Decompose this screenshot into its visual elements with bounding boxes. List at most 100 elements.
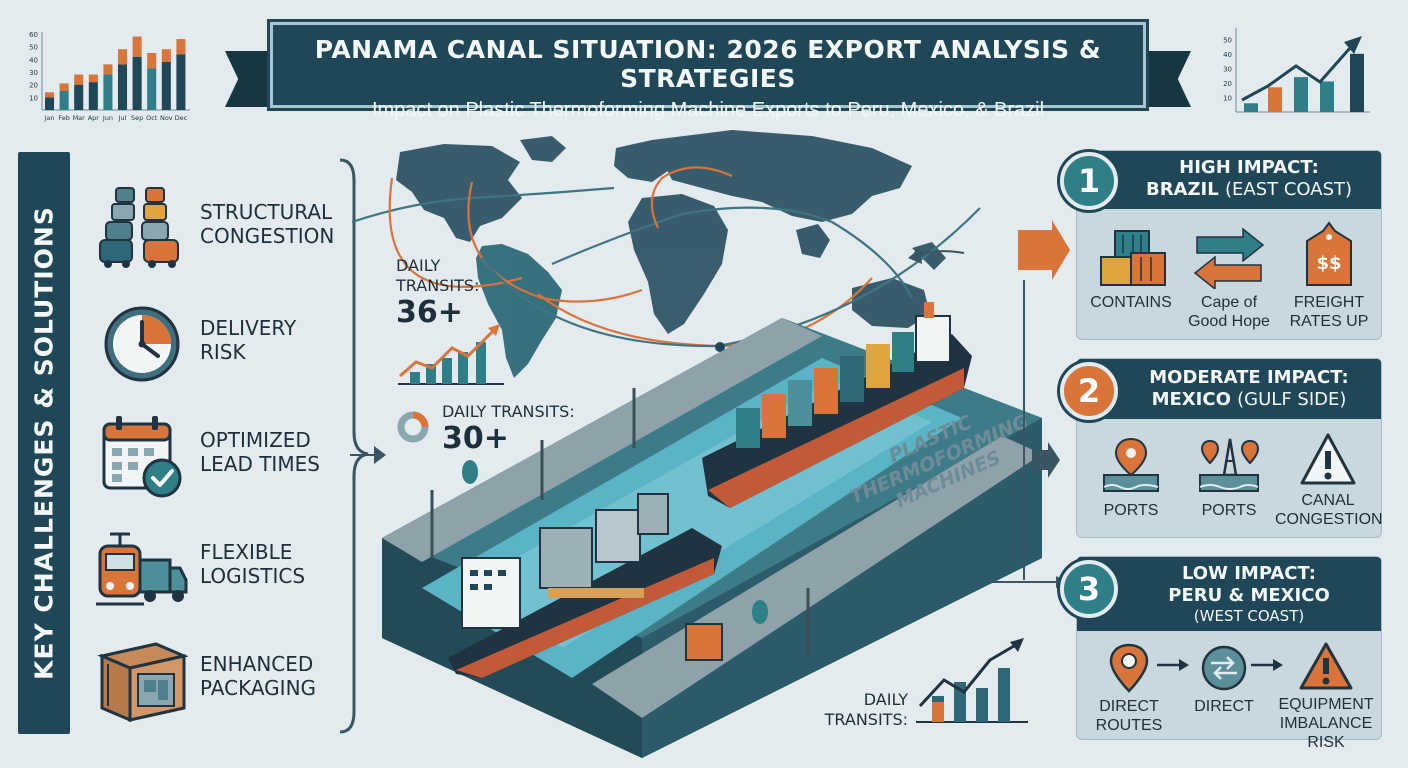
x-tick-label: Oct	[146, 114, 158, 122]
impact-panel-header: MODERATE IMPACT: MEXICO (GULF SIDE)	[1077, 359, 1381, 419]
cargo-ship-machines	[448, 493, 722, 678]
y-tick-label: 10	[1223, 94, 1232, 102]
corner-bar-chart-right: 10 20 30 40 50	[1223, 28, 1370, 113]
impact-title: HIGH IMPACT:	[1179, 157, 1319, 178]
impact-region-note: (GULF SIDE)	[1237, 389, 1347, 410]
bar-segment	[132, 36, 142, 57]
stat-label-line1: DAILY	[396, 256, 441, 275]
impact-item: CONTAINS	[1083, 227, 1179, 312]
title-banner: PANAMA CANAL SITUATION: 2026 EXPORT ANAL…	[225, 22, 1191, 121]
impact-item: EQUIPMENT IMBALANCE RISK	[1271, 641, 1381, 752]
daily-transits-stat-2: DAILY TRANSITS: 30+	[396, 402, 575, 456]
sidebar-item-line2: LEAD TIMES	[200, 452, 320, 476]
impact-region-note: (EAST COAST)	[1224, 179, 1353, 200]
containers-icon	[1100, 230, 1166, 286]
price-tag-text: $$	[1316, 253, 1341, 274]
growth-chart-icon	[916, 638, 1028, 723]
warning-icon	[1300, 433, 1356, 485]
x-tick-label: Feb	[58, 114, 70, 122]
daily-transits-stat-1: DAILY TRANSITS: 36+	[396, 256, 479, 330]
bar	[1294, 77, 1308, 112]
world-map	[396, 130, 946, 378]
impact-item: DIRECT ROUTES	[1081, 643, 1177, 735]
daily-transits-stat-3: DAILY TRANSITS:	[812, 690, 908, 730]
impact-region: MEXICO	[1151, 389, 1231, 410]
sidebar-item-line2: CONGESTION	[200, 224, 335, 248]
sidebar-item-line1: FLEXIBLE	[200, 540, 293, 564]
growth-chart-icon	[398, 324, 504, 385]
impact-item-label: PORTS	[1103, 502, 1159, 519]
connector-arrows	[990, 220, 1070, 588]
port-pin-icon	[1103, 437, 1159, 492]
crate-icon	[97, 642, 188, 722]
bar	[59, 91, 69, 110]
bar	[74, 84, 84, 110]
stat-value: 30+	[442, 421, 509, 456]
bar-segment	[103, 64, 113, 75]
bar-segment	[88, 74, 98, 83]
impact-title: LOW IMPACT:	[1181, 563, 1317, 584]
impact-panel-high: HIGH IMPACT: BRAZIL (EAST COAST) CONTAIN…	[1076, 150, 1382, 340]
impact-item: DIRECT	[1177, 643, 1271, 716]
traffic-jam-icon	[99, 187, 179, 268]
trees	[462, 460, 768, 624]
bar	[132, 56, 142, 110]
y-tick-label: 20	[1223, 80, 1232, 88]
sidebar-item-line2: LOGISTICS	[200, 564, 306, 588]
y-tick-label: 60	[29, 31, 38, 39]
impact-panel-moderate: MODERATE IMPACT: MEXICO (GULF SIDE) PORT…	[1076, 358, 1383, 538]
stat-value: 36+	[396, 295, 463, 330]
x-tick-label: Jun	[102, 114, 113, 122]
route-node	[715, 342, 725, 352]
direct-compass-icon	[1201, 645, 1247, 691]
route-arrows-icon	[1193, 227, 1265, 289]
stat-label-line2: TRANSITS:	[824, 710, 908, 729]
calendar-check-icon	[102, 416, 182, 498]
stat-label-line2: TRANSITS:	[396, 276, 480, 295]
impact-item-label: DIRECT ROUTES	[1095, 698, 1163, 734]
bar	[1350, 53, 1364, 112]
impact-item-label: CONTAINS	[1090, 294, 1172, 311]
impact-badge-2: 2	[1060, 362, 1118, 420]
impact-item: Cape of Good Hope	[1181, 227, 1277, 331]
left-connector-arrow	[350, 446, 386, 464]
price-tag-icon: $$	[1306, 221, 1352, 286]
stat-label-line1: DAILY	[863, 690, 908, 709]
bar	[161, 61, 171, 110]
y-tick-label: 40	[1223, 51, 1232, 59]
stat-label: DAILY TRANSITS:	[442, 402, 575, 421]
trend-line	[1241, 47, 1352, 102]
y-tick-label: 50	[1223, 36, 1232, 44]
y-tick-label: 10	[29, 94, 38, 102]
impact-region: PERU & MEXICO	[1168, 585, 1330, 606]
y-tick-label: 30	[1223, 65, 1232, 73]
bar-segment	[147, 53, 157, 69]
bar	[88, 82, 98, 110]
bar	[118, 64, 128, 110]
bar	[103, 74, 113, 110]
sidebar-item-line2: PACKAGING	[200, 676, 317, 700]
map-connector-arrow	[908, 248, 965, 264]
bar-segment	[118, 49, 128, 65]
x-tick-label: Mar	[73, 114, 86, 122]
bar	[1320, 81, 1334, 112]
sidebar-item-line1: OPTIMIZED	[200, 428, 311, 452]
bar-segment	[45, 92, 55, 98]
bar-segment	[176, 39, 186, 55]
train-truck-icon	[96, 532, 188, 606]
x-tick-label: Dec	[175, 114, 188, 122]
sidebar-item-line2: RISK	[200, 340, 246, 364]
cargo-ship-large	[702, 302, 972, 508]
x-tick-label: Jul	[118, 114, 127, 122]
sidebar-item-line1: ENHANCED	[200, 652, 314, 676]
impact-item-label: CANAL CONGESTION	[1275, 492, 1383, 528]
impact-panel-header: HIGH IMPACT: BRAZIL (EAST COAST)	[1077, 151, 1381, 209]
sidebar-heading: KEY CHALLENGES & SOLUTIONS	[18, 152, 70, 734]
impact-item-label: Cape of Good Hope	[1188, 294, 1270, 330]
warning-icon	[1299, 642, 1353, 690]
